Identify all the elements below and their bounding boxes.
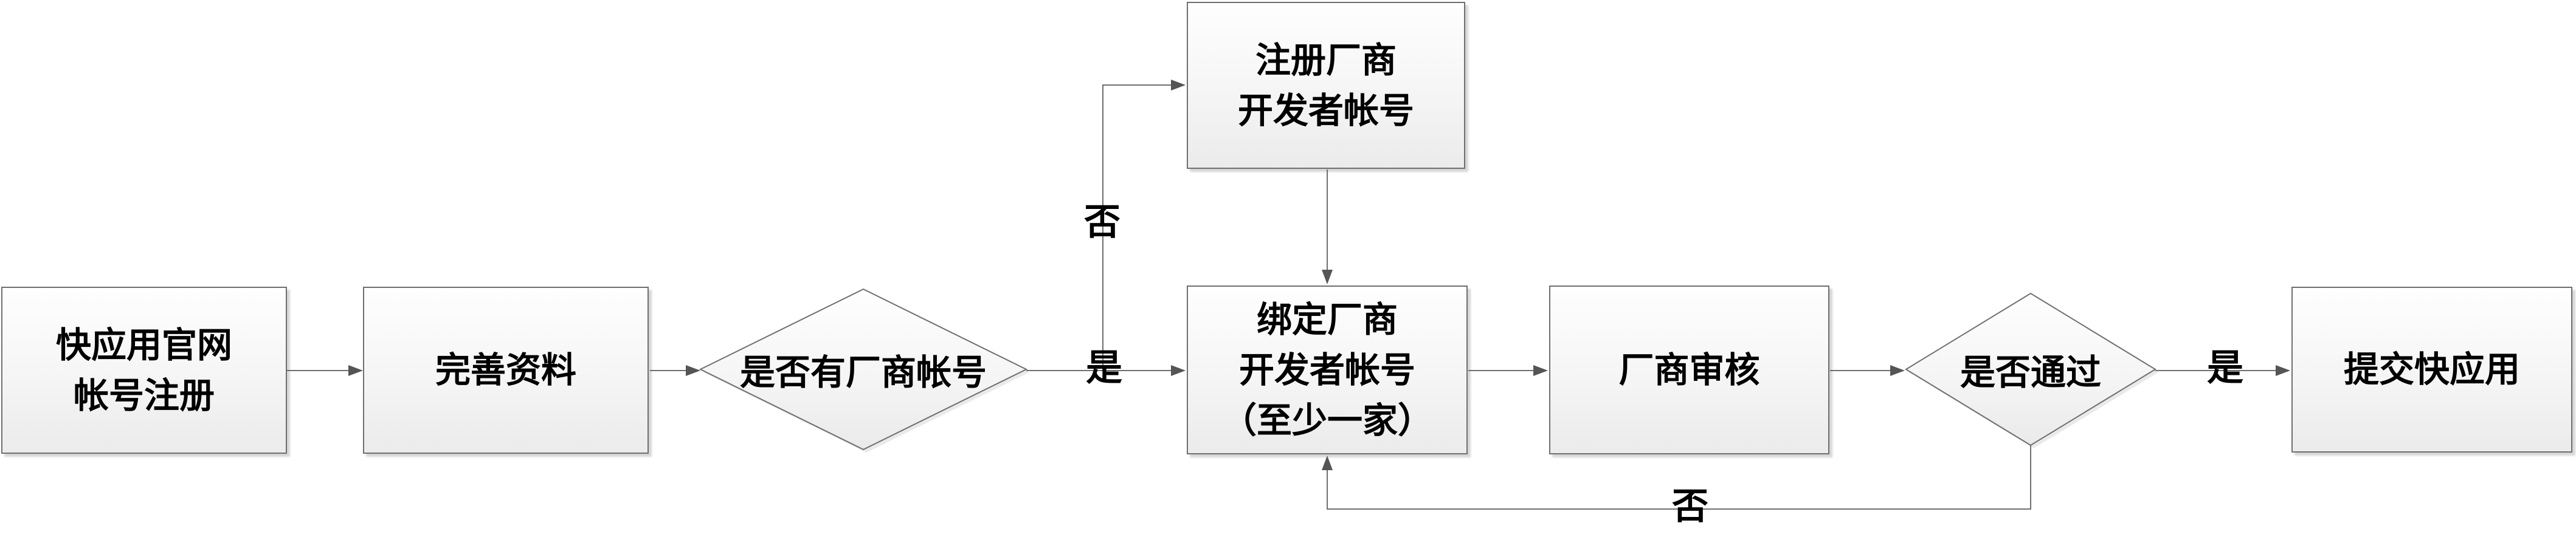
edge-review-to-decision-arrowhead (1890, 365, 1905, 376)
decision-is-passed (1905, 292, 2156, 446)
edge-label-no-to-register: 否 (1084, 201, 1121, 244)
node-bind-line1: 绑定厂商 (1256, 298, 1398, 340)
node-bind-line3: （至少一家） (1221, 399, 1433, 441)
edge-start-to-complete-arrowhead (348, 365, 363, 376)
edge-complete-to-decision-arrowhead (686, 365, 700, 376)
decision-is-passed-label: 是否通过 (1960, 352, 2102, 393)
edge-no-to-register-arrowhead (1171, 80, 1186, 91)
node-vendor-review-label: 厂商审核 (1618, 349, 1760, 391)
decision-has-vendor-account (699, 288, 1028, 451)
node-complete-profile-label: 完善资料 (435, 349, 576, 391)
node-bind-line2: 开发者帐号 (1238, 349, 1415, 391)
edge-yes-to-bind-arrowhead (1171, 365, 1186, 376)
node-register-vendor-dev-account: 注册厂商 开发者帐号 (1187, 2, 1465, 169)
node-complete-profile: 完善资料 (363, 287, 649, 454)
edge-no-to-rebind-arrowhead (1322, 456, 1333, 470)
edge-yes-to-submit-arrowhead (2276, 365, 2290, 376)
node-start: 快应用官网 帐号注册 (1, 287, 287, 454)
node-submit-label: 提交快应用 (2343, 349, 2520, 390)
edge-label-yes-to-submit: 是 (2207, 347, 2243, 389)
node-submit-quick-app: 提交快应用 (2291, 287, 2572, 453)
edge-label-yes-to-bind: 是 (1086, 347, 1122, 389)
node-bind-vendor-dev-account: 绑定厂商 开发者帐号 （至少一家） (1187, 286, 1468, 454)
node-start-line2: 帐号注册 (73, 374, 215, 416)
node-register-line1: 注册厂商 (1255, 39, 1397, 81)
node-register-line2: 开发者帐号 (1237, 89, 1414, 131)
node-start-line1: 快应用官网 (55, 324, 232, 366)
edge-bind-to-review-arrowhead (1533, 365, 1548, 376)
edge-no-to-rebind-line (1327, 445, 2031, 510)
node-vendor-review: 厂商审核 (1549, 286, 1829, 454)
edge-label-no-to-rebind: 否 (1672, 485, 1708, 528)
edge-register-to-bind-arrowhead (1322, 270, 1333, 284)
decision-has-vendor-account-label: 是否有厂商帐号 (739, 352, 987, 393)
edge-no-to-register-line (1102, 84, 1173, 371)
